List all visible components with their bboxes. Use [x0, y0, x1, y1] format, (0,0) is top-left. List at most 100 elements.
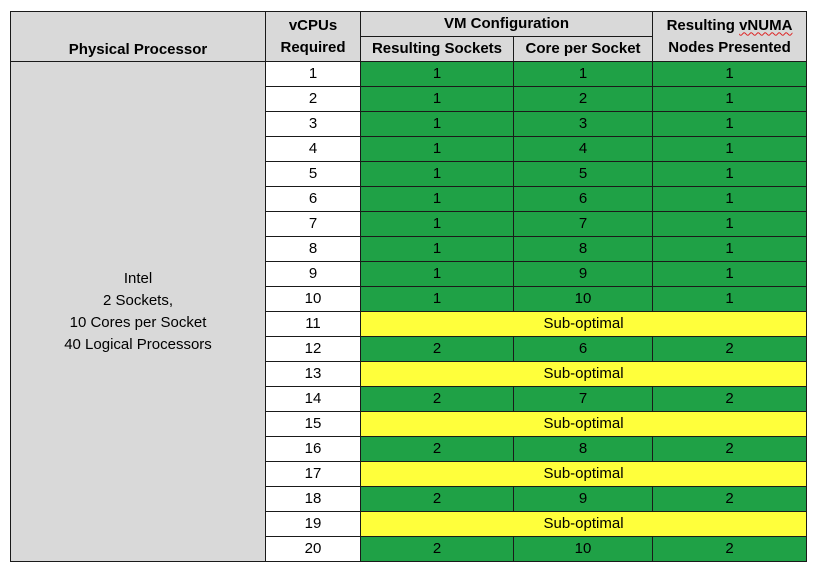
- resulting-sockets-cell: 2: [360, 436, 514, 462]
- vcpus-cell: 14: [265, 386, 361, 412]
- vcpus-cell: 15: [265, 411, 361, 437]
- core-per-socket-cell: 7: [512, 386, 654, 412]
- vnuma-nodes-cell: 1: [652, 236, 808, 262]
- vcpus-cell: 19: [265, 511, 361, 537]
- vcpus-cell: 5: [265, 161, 361, 187]
- resulting-sockets-cell: 2: [360, 336, 514, 362]
- resulting-sockets-cell: 1: [360, 111, 514, 137]
- header-vnuma-line1-b: vNUMA: [739, 16, 793, 34]
- processor-line1: Intel: [123, 269, 153, 287]
- resulting-sockets-cell: 1: [360, 136, 514, 162]
- suboptimal-cell: Sub-optimal: [359, 511, 808, 537]
- header-vnuma-line1-a: Resulting: [666, 16, 740, 34]
- vnuma-nodes-cell: 1: [652, 161, 808, 187]
- resulting-sockets-cell: 1: [360, 86, 514, 112]
- vcpus-cell: 8: [265, 236, 361, 262]
- core-per-socket-cell: 9: [512, 261, 654, 287]
- vnuma-nodes-cell: 1: [652, 61, 808, 87]
- header-vnuma-line2: Nodes Presented: [668, 38, 791, 56]
- resulting-sockets-cell: 1: [360, 61, 514, 87]
- suboptimal-cell: Sub-optimal: [359, 311, 808, 337]
- vcpus-cell: 16: [265, 436, 361, 462]
- vcpus-cell: 13: [265, 361, 361, 387]
- resulting-sockets-cell: 1: [360, 261, 514, 287]
- vcpus-cell: 7: [265, 211, 361, 237]
- vcpus-cell: 4: [265, 136, 361, 162]
- core-per-socket-cell: 4: [512, 136, 654, 162]
- core-per-socket-cell: 6: [512, 336, 654, 362]
- vnuma-nodes-cell: 1: [652, 286, 808, 312]
- vnuma-configuration-table: Physical Processor vCPUs Required VM Con…: [10, 11, 808, 562]
- vnuma-nodes-cell: 2: [652, 336, 808, 362]
- header-resulting-sockets: Resulting Sockets: [360, 36, 514, 62]
- header-vm-configuration-label: VM Configuration: [444, 15, 569, 32]
- core-per-socket-cell: 8: [512, 436, 654, 462]
- suboptimal-cell: Sub-optimal: [359, 461, 808, 487]
- core-per-socket-cell: 5: [512, 161, 654, 187]
- suboptimal-cell: Sub-optimal: [359, 361, 808, 387]
- vnuma-nodes-cell: 2: [652, 436, 808, 462]
- vnuma-nodes-cell: 2: [652, 536, 808, 562]
- vcpus-cell: 1: [265, 61, 361, 87]
- core-per-socket-cell: 10: [512, 286, 654, 312]
- header-vnuma-nodes: Resulting vNUMA Nodes Presented: [652, 11, 808, 62]
- processor-line3: 10 Cores per Socket: [69, 313, 207, 331]
- core-per-socket-cell: 10: [512, 536, 654, 562]
- core-per-socket-cell: 7: [512, 211, 654, 237]
- vcpus-cell: 20: [265, 536, 361, 562]
- core-per-socket-cell: 9: [512, 486, 654, 512]
- vcpus-cell: 12: [265, 336, 361, 362]
- resulting-sockets-cell: 2: [360, 386, 514, 412]
- core-per-socket-cell: 1: [512, 61, 654, 87]
- vcpus-cell: 11: [265, 311, 361, 337]
- resulting-sockets-cell: 1: [360, 236, 514, 262]
- header-vnuma-line1: Resulting vNUMA: [654, 15, 806, 37]
- header-vcpus-required: vCPUs Required: [265, 11, 361, 62]
- header-vcpus-line2: Required: [280, 38, 346, 56]
- vnuma-nodes-cell: 1: [652, 211, 808, 237]
- vcpus-cell: 3: [265, 111, 361, 137]
- header-core-per-socket: Core per Socket: [512, 36, 654, 62]
- vcpus-cell: 10: [265, 286, 361, 312]
- vcpus-cell: 2: [265, 86, 361, 112]
- core-per-socket-cell: 6: [512, 186, 654, 212]
- core-per-socket-cell: 3: [512, 111, 654, 137]
- vcpus-cell: 6: [265, 186, 361, 212]
- resulting-sockets-cell: 1: [360, 286, 514, 312]
- header-physical-processor: Physical Processor: [10, 11, 266, 62]
- core-per-socket-cell: 8: [512, 236, 654, 262]
- suboptimal-cell: Sub-optimal: [359, 411, 808, 437]
- resulting-sockets-cell: 2: [360, 536, 514, 562]
- vcpus-cell: 9: [265, 261, 361, 287]
- core-per-socket-cell: 2: [512, 86, 654, 112]
- processor-line4: 40 Logical Processors: [64, 335, 212, 353]
- vnuma-nodes-cell: 2: [652, 386, 808, 412]
- vnuma-nodes-cell: 1: [652, 186, 808, 212]
- vnuma-nodes-cell: 1: [652, 86, 808, 112]
- resulting-sockets-cell: 2: [360, 486, 514, 512]
- vnuma-nodes-cell: 1: [652, 136, 808, 162]
- header-vcpus-line1: vCPUs: [288, 16, 338, 34]
- header-vm-configuration: VM Configuration: [359, 11, 654, 37]
- resulting-sockets-cell: 1: [360, 161, 514, 187]
